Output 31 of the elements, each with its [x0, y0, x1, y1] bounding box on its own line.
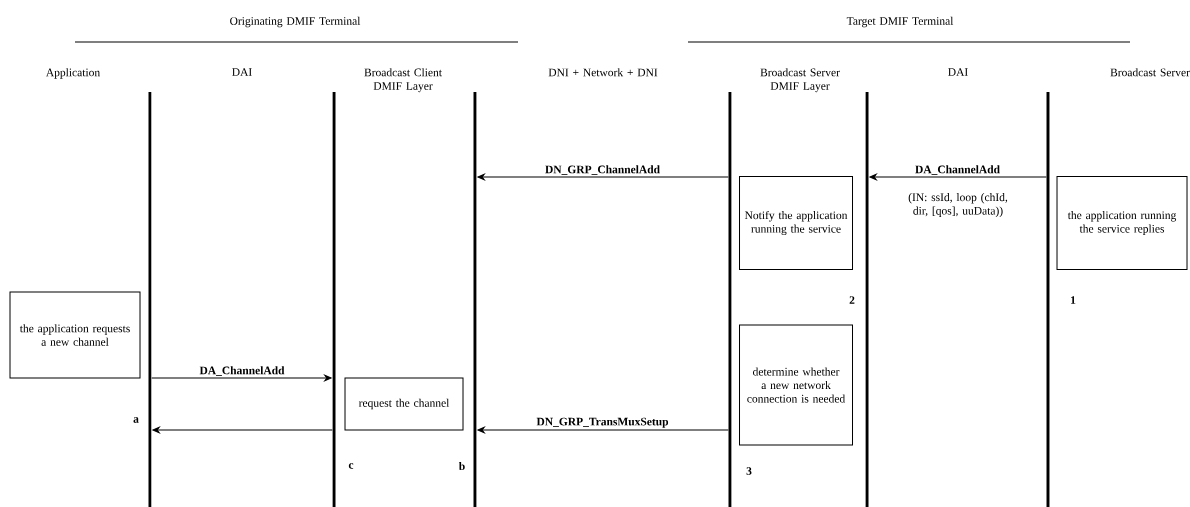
edge-label: DN_GRP_ChannelAdd	[544, 164, 661, 176]
column-header: DAI	[948, 68, 968, 76]
message-arrow	[869, 173, 1047, 181]
column-header: Application	[45, 68, 100, 79]
edge-label: DA_ChannelAdd	[914, 164, 1001, 176]
step-label: 3	[746, 467, 752, 475]
note-box: determine whether a new network connection is needed	[739, 324, 853, 446]
message-arrow	[151, 374, 332, 382]
step-label: 2	[849, 296, 855, 304]
step-label: b	[458, 461, 465, 471]
column-header: DNI + Network + DNI	[548, 68, 658, 77]
lifeline	[728, 92, 732, 507]
column-header: Broadcast Server DMIF Layer	[760, 68, 840, 93]
terminal-title: Target DMIF Terminal	[846, 16, 954, 28]
column-header: Broadcast Server	[1110, 68, 1190, 77]
note-box: Notify the application running the service	[739, 176, 853, 270]
step-label: c	[348, 463, 354, 469]
lifeline	[1046, 92, 1050, 507]
message-arrow	[477, 426, 729, 434]
column-header: DAI	[232, 68, 252, 76]
edge-label: DN_GRP_TransMuxSetup	[535, 416, 670, 429]
edge-label: DA_ChannelAdd	[198, 365, 286, 377]
note-box: request the channel	[344, 377, 464, 431]
note-box: the application running the service replies	[1056, 176, 1188, 270]
column-header: Broadcast Client DMIF Layer	[364, 68, 442, 93]
terminal-title: Originating DMIF Terminal	[230, 16, 361, 28]
step-label: 1	[1071, 296, 1076, 304]
message-arrow	[477, 173, 729, 181]
message-arrow	[152, 426, 333, 434]
parameter-note: (IN: ssId, loop (chId, dir, [qos], uuData))	[908, 193, 1008, 217]
note-box: the application requests a new channel	[9, 291, 141, 379]
